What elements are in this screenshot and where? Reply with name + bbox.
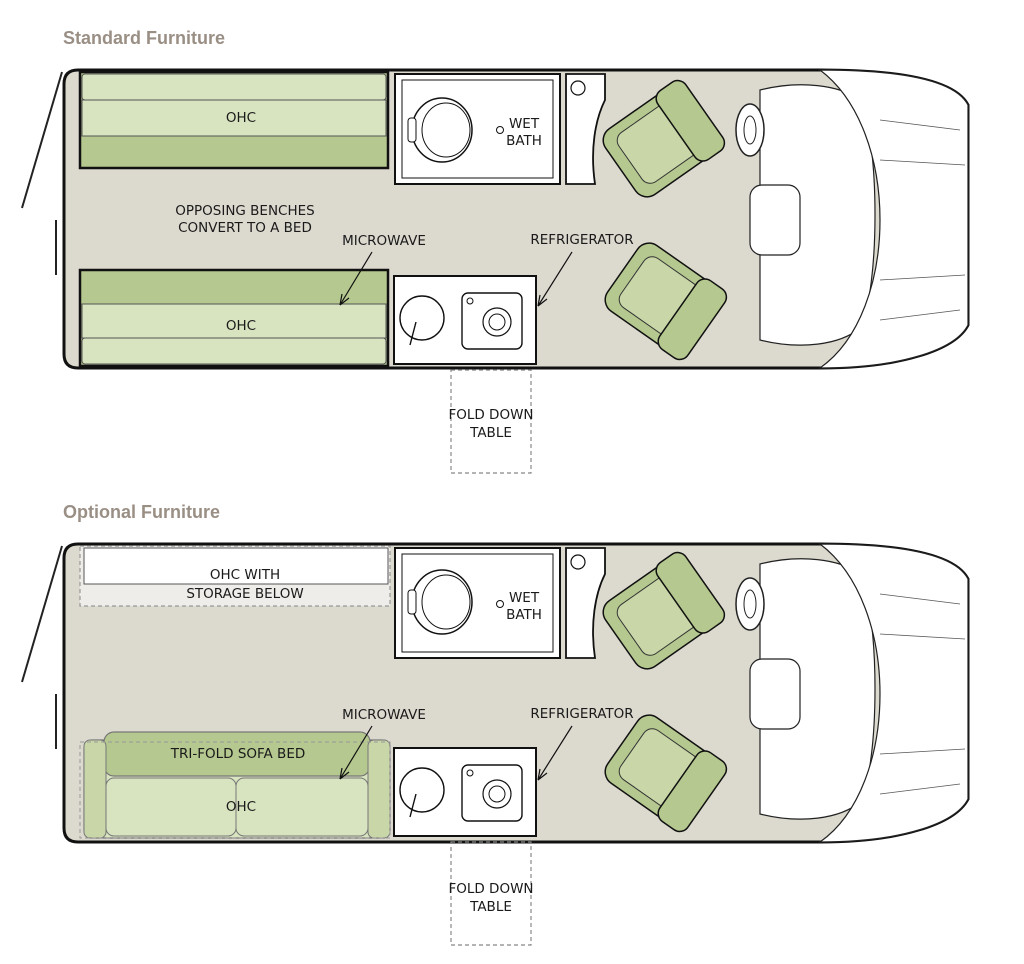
tri-fold-sofa: TRI-FOLD SOFA BED OHC xyxy=(79,731,391,839)
windshield xyxy=(818,69,969,369)
cooktop-icon xyxy=(461,292,523,350)
steering-wheel-icon xyxy=(735,103,765,157)
table-label-line1: FOLD DOWN xyxy=(448,407,533,423)
wetbath-label-line1: WET xyxy=(509,116,540,132)
microwave-label: MICROWAVE xyxy=(342,233,426,249)
passenger-seat-icon xyxy=(602,551,726,670)
standard-floorplan: OHC OHC OPPOSING BENCHES CONVERT TO A BE… xyxy=(21,68,970,474)
standard-furniture-title: Standard Furniture xyxy=(63,28,226,48)
table-label-line1: FOLD DOWN xyxy=(448,881,533,897)
rear-door xyxy=(21,545,63,683)
passenger-seat-icon xyxy=(602,79,726,198)
benches-label-line2: CONVERT TO A BED xyxy=(178,220,312,236)
cooktop-icon xyxy=(461,764,523,822)
cabinet xyxy=(565,547,606,659)
cabinet xyxy=(565,73,606,185)
dashboard xyxy=(759,558,876,820)
microwave-label: MICROWAVE xyxy=(342,707,426,723)
sofa-label: TRI-FOLD SOFA BED xyxy=(170,746,306,762)
drain-icon xyxy=(496,600,504,608)
wet-bath: WET BATH xyxy=(394,547,561,659)
table-label-line2: TABLE xyxy=(469,899,512,915)
top-bench: OHC xyxy=(78,70,390,170)
optional-floorplan: OHC WITH STORAGE BELOW TRI-FOLD SOFA BED… xyxy=(21,542,970,946)
toilet-icon xyxy=(411,97,473,163)
sink-icon xyxy=(399,767,445,813)
refrigerator-label: REFRIGERATOR xyxy=(530,232,633,248)
toilet-icon xyxy=(411,569,473,635)
ohc-storage-label-line2: STORAGE BELOW xyxy=(186,586,303,602)
rear-door xyxy=(21,71,63,209)
drain-icon xyxy=(496,126,504,134)
ohc-top-label: OHC xyxy=(226,110,256,126)
driver-seat-icon xyxy=(604,714,728,833)
wetbath-label-line2: BATH xyxy=(506,133,542,149)
bottom-bench: OHC xyxy=(78,268,390,368)
ohc-bottom-label: OHC xyxy=(226,799,256,815)
steering-wheel-icon xyxy=(735,577,765,631)
windshield xyxy=(818,543,969,843)
ohc-storage-label-line1: OHC WITH xyxy=(210,567,280,583)
refrigerator-label: REFRIGERATOR xyxy=(530,706,633,722)
galley xyxy=(393,275,537,365)
benches-label-line1: OPPOSING BENCHES xyxy=(175,203,315,219)
ohc-bottom-label: OHC xyxy=(226,318,256,334)
optional-furniture-title: Optional Furniture xyxy=(63,502,220,522)
wet-bath: WET BATH xyxy=(394,73,561,185)
ohc-storage: OHC WITH STORAGE BELOW xyxy=(79,545,391,607)
driver-seat-icon xyxy=(604,242,728,361)
sink-icon xyxy=(399,295,445,341)
table-label-line2: TABLE xyxy=(469,425,512,441)
dashboard xyxy=(759,84,876,346)
galley xyxy=(393,747,537,837)
wetbath-label-line2: BATH xyxy=(506,607,542,623)
wetbath-label-line1: WET xyxy=(509,590,540,606)
